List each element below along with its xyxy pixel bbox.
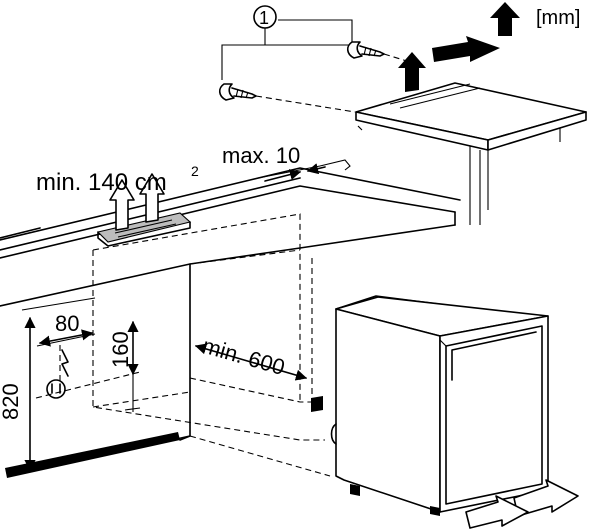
height-160-label: 160	[108, 331, 133, 368]
floor-mark	[311, 396, 323, 412]
depth-600-dimension	[194, 343, 308, 381]
up-arrow	[490, 2, 520, 36]
screw-right-icon	[346, 41, 411, 63]
vent-area-label: min. 140 cm	[36, 169, 167, 196]
vent-area-superscript: 2	[191, 163, 199, 179]
callout-1	[221, 5, 353, 80]
vent-arrow-left	[109, 179, 135, 231]
socket-dimensions	[35, 320, 141, 412]
height-820-dimension	[21, 297, 96, 472]
vent-arrow-right	[139, 173, 165, 223]
lift-arrow	[398, 52, 426, 92]
left-wall	[5, 263, 191, 478]
worktop-panel	[355, 82, 587, 225]
depth-label: min. 600	[200, 333, 288, 380]
power-socket-icon	[46, 349, 69, 399]
width-80-label: 80	[55, 311, 79, 336]
push-arrows	[465, 479, 579, 529]
refrigerator	[330, 295, 549, 516]
screw-left-icon	[218, 83, 356, 113]
niche-outline	[92, 213, 331, 477]
callout-number: 1	[259, 8, 269, 28]
gap-label: max. 10	[222, 143, 300, 168]
slide-arrow	[432, 36, 500, 62]
niche-height-label: 820	[0, 383, 23, 420]
unit-label: [mm]	[536, 7, 580, 29]
gap-dimension	[257, 159, 351, 182]
